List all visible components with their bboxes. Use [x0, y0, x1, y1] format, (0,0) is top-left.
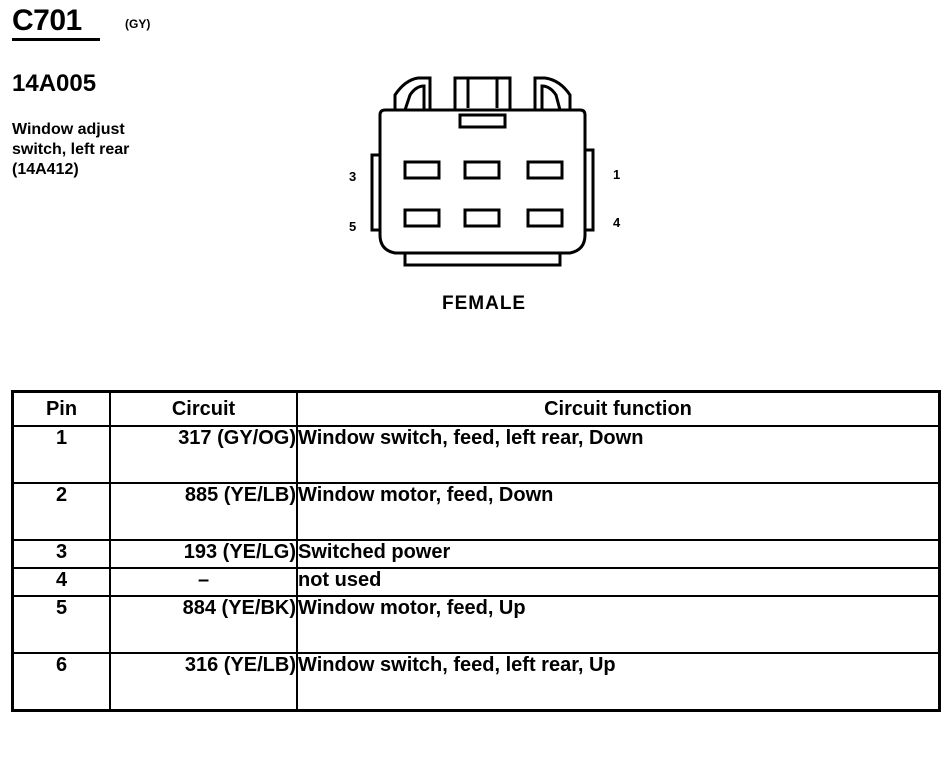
pin-cavity [403, 160, 441, 180]
cell-pin: 5 [11, 595, 111, 654]
component-description: Window adjust switch, left rear (14A412) [12, 120, 129, 180]
pin-cavity [526, 208, 564, 228]
cell-function: Window motor, feed, Up [296, 595, 941, 654]
connector-bottom-lip [403, 253, 562, 267]
connector-id-underline [12, 38, 100, 41]
connector-center-key [458, 113, 507, 129]
connector-housing [378, 108, 587, 255]
pin-label-3: 3 [349, 169, 357, 184]
cell-pin: 2 [11, 482, 111, 541]
connector-right-latch [585, 148, 595, 232]
connector-center-key [453, 76, 512, 110]
description-line: switch, left rear [12, 141, 130, 158]
header-function: Circuit function [296, 390, 941, 427]
table-row: 4 – not used [11, 567, 941, 597]
pin-cavity [526, 160, 564, 180]
connector-center-key [466, 78, 499, 108]
color-code: (GY) [125, 17, 151, 31]
connector-face-diagram [370, 76, 595, 267]
connector-gender: FEMALE [442, 293, 527, 314]
table-row: 2 885 (YE/LB) Window motor, feed, Down [11, 482, 941, 541]
cell-function: Window motor, feed, Down [296, 482, 941, 541]
table-header-row: Pin Circuit Circuit function [11, 390, 941, 427]
connector-top-lock [393, 76, 432, 110]
pin-label-5: 5 [349, 219, 357, 234]
part-number: 14A005 [12, 70, 97, 97]
table-row: 6 316 (YE/LB) Window switch, feed, left … [11, 652, 941, 712]
cell-pin: 1 [11, 425, 111, 484]
description-line: (14A412) [12, 161, 79, 178]
cell-function: Window switch, feed, left rear, Down [296, 425, 941, 484]
cell-function: Switched power [296, 539, 941, 569]
cell-circuit: 884 (YE/BK) [109, 595, 298, 654]
connector-top-lock [533, 76, 572, 110]
pin-label-1: 1 [613, 167, 621, 182]
connector-top-lock [403, 84, 426, 111]
connector-top-lock [540, 84, 562, 111]
cell-pin: 4 [11, 567, 111, 597]
cell-circuit: 316 (YE/LB) [109, 652, 298, 712]
pin-cavity [403, 208, 441, 228]
pin-cavity [463, 160, 501, 180]
pin-cavity [463, 208, 501, 228]
header-pin: Pin [11, 390, 111, 427]
table-row: 3 193 (YE/LG) Switched power [11, 539, 941, 569]
cell-circuit: 317 (GY/OG) [109, 425, 298, 484]
pinout-table: Pin Circuit Circuit function 1 317 (GY/O… [11, 390, 941, 712]
connector-left-latch [370, 153, 380, 232]
pin-label-4: 4 [613, 215, 621, 230]
cell-function: not used [296, 567, 941, 597]
cell-pin: 6 [11, 652, 111, 712]
cell-function: Window switch, feed, left rear, Up [296, 652, 941, 712]
connector-id: C701 [12, 4, 82, 37]
description-line: Window adjust [12, 121, 125, 138]
cell-circuit: 885 (YE/LB) [109, 482, 298, 541]
cell-pin: 3 [11, 539, 111, 569]
table-row: 5 884 (YE/BK) Window motor, feed, Up [11, 595, 941, 654]
cell-circuit: – [109, 567, 298, 597]
cell-circuit: 193 (YE/LG) [109, 539, 298, 569]
header-circuit: Circuit [109, 390, 298, 427]
table-row: 1 317 (GY/OG) Window switch, feed, left … [11, 425, 941, 484]
